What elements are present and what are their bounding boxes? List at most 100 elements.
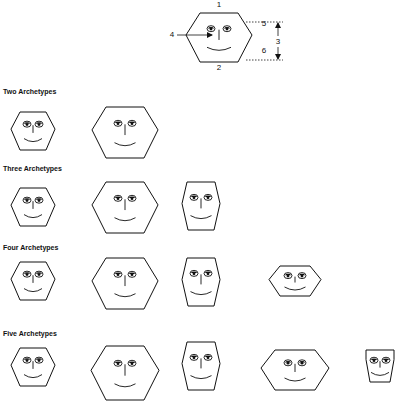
face-outline (91, 346, 159, 400)
pupil (226, 28, 229, 31)
eye (35, 197, 43, 203)
mouth (24, 375, 42, 378)
face-outline (11, 262, 55, 300)
face (11, 112, 55, 150)
eye (35, 271, 43, 277)
face (92, 107, 158, 158)
eye (370, 357, 378, 363)
mouth (115, 294, 136, 297)
face-outline (366, 350, 394, 382)
pupil (207, 356, 210, 359)
eye (35, 357, 43, 363)
mouth (191, 292, 212, 295)
eye (23, 197, 31, 203)
nose (125, 124, 126, 135)
eye (204, 270, 212, 276)
face-outline (11, 112, 55, 150)
eye (128, 120, 136, 126)
mouth (115, 218, 136, 221)
eye (23, 357, 31, 363)
mouth (24, 139, 42, 142)
dimension-arrow (278, 47, 279, 59)
eye (23, 271, 31, 277)
nose (295, 364, 296, 372)
nose (201, 198, 202, 208)
dimension-lines (177, 22, 283, 60)
mouth (285, 287, 306, 290)
nose (219, 30, 220, 40)
eye (35, 121, 43, 127)
eye (284, 273, 292, 279)
face-outline (11, 188, 55, 226)
pupil (38, 199, 41, 202)
eye (298, 360, 306, 366)
pupil (210, 28, 213, 31)
pupil (26, 199, 29, 202)
mouth (115, 384, 136, 387)
face (11, 348, 55, 386)
face (182, 258, 220, 306)
pupil (193, 356, 196, 359)
eye (128, 271, 136, 277)
pupil (26, 273, 29, 276)
pupil (193, 196, 196, 199)
eye (190, 194, 198, 200)
face-outline (269, 266, 321, 296)
callout-number: 4 (170, 31, 174, 39)
eye (114, 120, 122, 126)
pupil (287, 362, 290, 365)
eye (298, 273, 306, 279)
face (91, 346, 159, 400)
dimension-arrow (177, 35, 212, 36)
pupil (207, 272, 210, 275)
eye (382, 357, 390, 363)
eye (190, 270, 198, 276)
eye (223, 26, 231, 32)
pupil (193, 272, 196, 275)
dotted-guide (246, 60, 283, 61)
pupil (373, 359, 376, 362)
face-outline (182, 258, 220, 306)
eye (204, 194, 212, 200)
pupil (131, 273, 134, 276)
section-heading: Two Archetypes (3, 88, 56, 95)
face (92, 258, 158, 309)
callout-number: 5 (262, 20, 266, 28)
pupil (117, 122, 120, 125)
eye (190, 354, 198, 360)
section-heading: Five Archetypes (3, 330, 57, 337)
eye (128, 195, 136, 201)
eye (284, 360, 292, 366)
pupil (26, 123, 29, 126)
eye (204, 354, 212, 360)
face-outline (92, 107, 158, 158)
nose (125, 275, 126, 286)
face (186, 13, 252, 62)
dimension-arrow (278, 23, 279, 36)
face (182, 342, 220, 390)
callout-number: 2 (217, 64, 221, 72)
pupil (117, 362, 120, 365)
pupil (38, 123, 41, 126)
face-outline (186, 13, 252, 62)
pupil (207, 196, 210, 199)
nose (125, 199, 126, 210)
nose (201, 274, 202, 284)
section-heading: Four Archetypes (3, 244, 58, 251)
face (92, 182, 158, 233)
pupil (38, 273, 41, 276)
pupil (117, 273, 120, 276)
callout-number: 6 (262, 47, 266, 55)
mouth (24, 215, 42, 218)
pupil (131, 197, 134, 200)
face-outline (261, 350, 329, 390)
face (366, 350, 394, 382)
nose (33, 201, 34, 209)
mouth (207, 47, 231, 50)
pupil (287, 275, 290, 278)
mouth (115, 143, 136, 146)
pupil (301, 275, 304, 278)
callout-number: 3 (276, 38, 280, 46)
